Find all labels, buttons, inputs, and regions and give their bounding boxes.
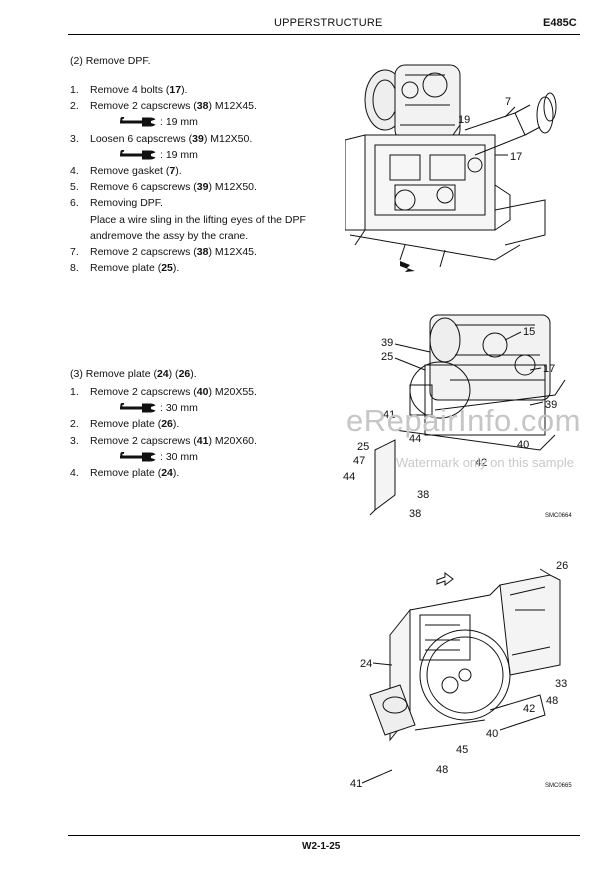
step-item: 3.Loosen 6 capscrews (39) M12X50. : 19 m… — [70, 131, 330, 163]
callout-48-bottom: 48 — [436, 764, 448, 776]
tool-spec: : 30 mm — [90, 449, 330, 465]
watermark-site: eRepairInfo.com — [346, 403, 581, 438]
step-item: 2.Remove 2 capscrews (38) M12X45. : 19 m… — [70, 98, 330, 130]
callout-38-bottom: 38 — [409, 508, 421, 520]
section2-steps: 1.Remove 2 capscrews (40) M20X55. : 30 m… — [70, 384, 330, 481]
tool-spec: : 19 mm — [90, 114, 330, 130]
step-item: 7.Remove 2 capscrews (38) M12X45. — [70, 246, 257, 258]
callout-44-left: 44 — [343, 471, 355, 483]
running-header-title: UPPERSTRUCTURE — [274, 17, 383, 29]
callout-39-upper: 39 — [381, 337, 393, 349]
step-item: 3.Remove 2 capscrews (41) M20X60. : 30 m… — [70, 433, 330, 465]
step-item: 1.Remove 4 bolts (17). — [70, 84, 188, 96]
callout-17-fig2: 17 — [543, 363, 555, 375]
section-title-remove-plate: (3) Remove plate (24) (26). — [70, 368, 197, 380]
figure-plate-removal-upper: 39 25 15 17 39 41 44 25 40 47 42 44 38 3… — [343, 314, 572, 520]
step-item: 2.Remove plate (26). — [70, 418, 180, 431]
section-title-remove-dpf: (2) Remove DPF. — [70, 55, 151, 67]
callout-33: 33 — [555, 678, 567, 690]
step-item: 6.Removing DPF.Place a wire sling in the… — [70, 197, 306, 242]
wrench-icon — [120, 149, 156, 160]
callout-24: 24 — [360, 658, 372, 670]
callout-38-right: 38 — [417, 489, 429, 501]
step-item: 4.Remove gasket (7). — [70, 164, 182, 177]
callout-40: 40 — [517, 439, 529, 451]
tool-spec: : 30 mm — [90, 400, 330, 416]
wrench-icon — [120, 403, 156, 413]
callout-42-fig3: 42 — [523, 703, 535, 715]
step-item: 5.Remove 6 capscrews (39) M12X50. — [70, 181, 257, 194]
step-item: 8.Remove plate (25). — [70, 262, 180, 275]
wrench-icon — [120, 451, 156, 462]
figure-code-lower: SMC0665 — [545, 783, 572, 789]
tool-spec: : 19 mm — [90, 147, 330, 163]
direction-arrow-icon — [400, 261, 415, 272]
header-rule — [68, 34, 580, 35]
callout-41: 41 — [383, 409, 395, 421]
callout-47: 47 — [353, 455, 365, 467]
callout-42: 42 — [475, 457, 487, 469]
figure-code-upper: SMC0664 — [545, 513, 572, 519]
callout-40-fig3: 40 — [486, 728, 498, 740]
callout-19: 19 — [458, 114, 470, 126]
callout-7: 7 — [505, 96, 511, 108]
step-item: 1.Remove 2 capscrews (40) M20X55. : 30 m… — [70, 384, 330, 416]
callout-44-top: 44 — [409, 433, 421, 445]
footer-rule — [68, 835, 580, 836]
callout-39-lower: 39 — [545, 399, 557, 411]
watermark-notice: Watermark only on this sample — [396, 455, 574, 470]
callout-25-upper: 25 — [381, 351, 393, 363]
callout-25-lower: 25 — [357, 441, 369, 453]
page-number: W2-1-25 — [302, 841, 341, 852]
direction-arrow-icon — [436, 572, 454, 586]
figure-dpf-removal: 7 19 17 — [345, 64, 557, 272]
callout-45: 45 — [456, 744, 468, 756]
callout-26: 26 — [556, 560, 568, 572]
step-note: Place a wire sling in the lifting eyes o… — [90, 213, 306, 242]
wrench-icon — [120, 117, 156, 127]
step-item: 4.Remove plate (24). — [70, 466, 180, 479]
callout-15: 15 — [523, 326, 535, 338]
callout-41-fig3: 41 — [350, 778, 362, 790]
figure-plate-removal-lower: 26 24 33 48 42 40 45 48 41 SMC0665 — [350, 560, 572, 790]
callout-48-right: 48 — [546, 695, 558, 707]
callout-17: 17 — [510, 151, 522, 163]
section1-steps: 1.Remove 4 bolts (17). 2.Remove 2 capscr… — [70, 82, 330, 276]
running-header-model: E485C — [543, 17, 577, 29]
